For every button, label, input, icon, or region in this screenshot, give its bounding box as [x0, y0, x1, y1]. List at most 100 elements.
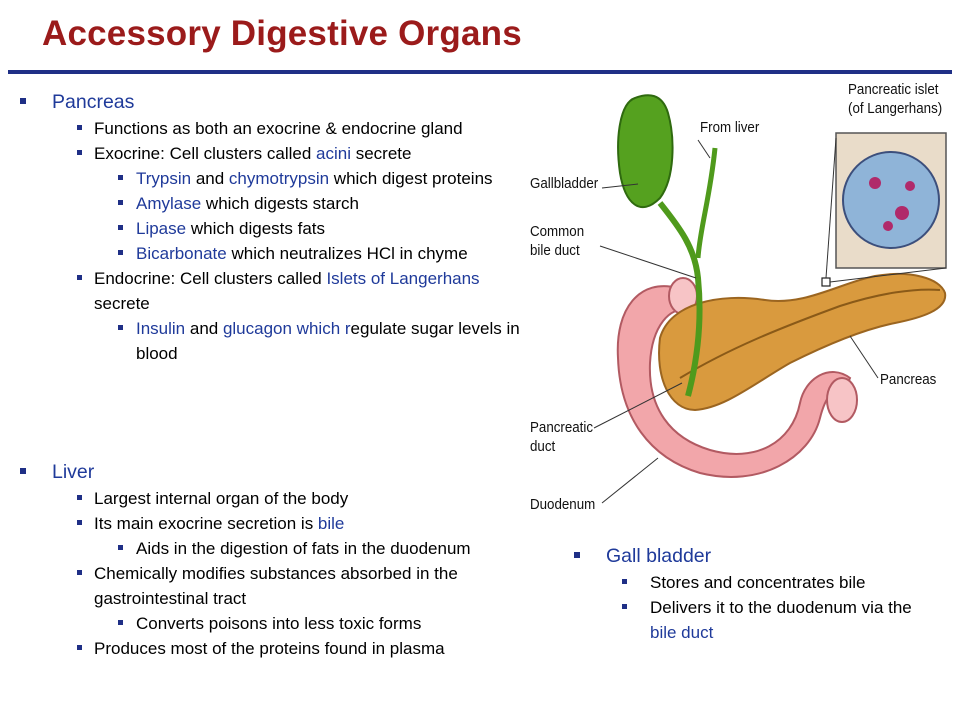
- highlight-term: Lipase: [136, 219, 187, 238]
- common-bile-duct-illustration: [657, 201, 703, 397]
- item-text: which digests starch: [201, 194, 359, 213]
- gallbladder-heading: Gall bladder: [566, 542, 926, 570]
- bullet: [118, 200, 123, 205]
- bullet: [118, 250, 123, 255]
- list-item: Lipase which digests fats: [20, 216, 540, 241]
- liver-heading-text: Liver: [52, 461, 95, 483]
- pancreatic-duct-illustration: [679, 288, 941, 379]
- label-islet-line2: (of Langerhans): [848, 101, 943, 117]
- highlight-term: Amylase: [136, 194, 202, 213]
- item-text: Endocrine: Cell clusters called: [94, 269, 327, 288]
- bullet: [20, 98, 26, 104]
- item-text: Aids in the digestion of fats in the duo…: [136, 539, 471, 558]
- list-item: Insulin and glucagon which regulate suga…: [20, 316, 540, 366]
- islet-marker: [821, 277, 831, 287]
- pancreas-illustration: [658, 273, 947, 412]
- gallbladder-illustration: [617, 94, 674, 209]
- islet-cell: [895, 206, 909, 220]
- bullet: [77, 495, 82, 500]
- leader-line: [697, 139, 711, 159]
- item-text: Stores and concentrates bile: [650, 573, 866, 592]
- label-from-liver: From liver: [700, 120, 760, 136]
- label-pancreatic-duct-line2: duct: [530, 439, 556, 455]
- item-text: which digests fats: [186, 219, 326, 238]
- item-text: Its main exocrine secretion is: [94, 514, 318, 533]
- digestive-organs-illustration: [593, 94, 947, 504]
- highlight-term: acini: [316, 144, 351, 163]
- label-islet-line1: Pancreatic islet: [848, 82, 939, 98]
- bullet: [622, 579, 627, 584]
- islet-cell: [905, 181, 915, 191]
- leader-line: [599, 245, 697, 279]
- islet-cell: [883, 221, 893, 231]
- item-text: which neutralizes HCl in chyme: [226, 244, 468, 263]
- bullet: [77, 645, 82, 650]
- list-item: Delivers it to the duodenum via the bile…: [566, 595, 926, 645]
- list-item: Its main exocrine secretion is bile: [20, 511, 540, 536]
- bullet: [20, 468, 26, 474]
- item-text: Chemically modifies substances absorbed …: [94, 564, 458, 608]
- hepatic-duct-illustration: [695, 147, 718, 259]
- list-item: Bicarbonate which neutralizes HCl in chy…: [20, 241, 540, 266]
- leader-line: [593, 382, 683, 429]
- highlight-term: chymotrypsin: [228, 169, 330, 188]
- item-text: Produces most of the proteins found in p…: [94, 639, 445, 658]
- bullet: [77, 125, 82, 130]
- label-common-bile-duct-line1: Common: [530, 224, 585, 240]
- liver-section: Liver Largest internal organ of the body…: [20, 458, 540, 661]
- item-text: Converts poisons into less toxic forms: [136, 614, 422, 633]
- list-item: Trypsin and chymotrypsin which digest pr…: [20, 166, 540, 191]
- list-item: Largest internal organ of the body: [20, 486, 540, 511]
- pancreas-heading: Pancreas: [20, 88, 540, 116]
- gallbladder-section: Gall bladder Stores and concentrates bil…: [566, 542, 926, 645]
- item-text: Exocrine: Cell clusters called: [94, 144, 317, 163]
- islet-illustration: [842, 151, 940, 249]
- bullet: [118, 545, 123, 550]
- list-item: Functions as both an exocrine & endocrin…: [20, 116, 540, 141]
- label-duodenum: Duodenum: [530, 497, 596, 513]
- item-text: and: [185, 319, 223, 338]
- bullet: [118, 325, 123, 330]
- bullet: [77, 570, 82, 575]
- bullet: [622, 604, 627, 609]
- list-item: Exocrine: Cell clusters called acini sec…: [20, 141, 540, 166]
- islet-cell: [869, 177, 881, 189]
- pancreas-section: Pancreas Functions as both an exocrine &…: [20, 88, 540, 366]
- list-item: Chemically modifies substances absorbed …: [20, 561, 540, 611]
- leader-line: [849, 335, 879, 379]
- bullet: [77, 150, 82, 155]
- highlight-term: Trypsin: [136, 169, 192, 188]
- bullet: [118, 225, 123, 230]
- item-text: which digest proteins: [329, 169, 493, 188]
- gallbladder-heading-text: Gall bladder: [606, 545, 712, 567]
- leader-line: [829, 267, 947, 283]
- list-item: Amylase which digests starch: [20, 191, 540, 216]
- bullet: [118, 620, 123, 625]
- list-item: Stores and concentrates bile: [566, 570, 926, 595]
- list-item: Converts poisons into less toxic forms: [20, 611, 540, 636]
- list-item: Produces most of the proteins found in p…: [20, 636, 540, 661]
- bullet: [574, 552, 580, 558]
- item-text: Functions as both an exocrine & endocrin…: [94, 119, 463, 138]
- bullet: [77, 520, 82, 525]
- item-text: and: [191, 169, 229, 188]
- highlight-term: Insulin: [136, 319, 186, 338]
- bullet: [118, 175, 123, 180]
- highlight-term: bile duct: [650, 623, 714, 642]
- item-text: egulate sugar levels in blood: [136, 319, 520, 363]
- list-item: Aids in the digestion of fats in the duo…: [20, 536, 540, 561]
- slide-title: Accessory Digestive Organs: [42, 14, 522, 53]
- leader-line: [825, 137, 837, 279]
- bullet: [77, 275, 82, 280]
- item-text: Largest internal organ of the body: [94, 489, 349, 508]
- item-text: Delivers it to the duodenum via the: [650, 598, 912, 617]
- duodenum-end-right: [826, 377, 858, 423]
- list-item: Endocrine: Cell clusters called Islets o…: [20, 266, 540, 316]
- item-text: secrete: [94, 294, 150, 313]
- label-common-bile-duct-line2: bile duct: [530, 243, 580, 259]
- item-text: secrete: [351, 144, 412, 163]
- highlight-term: Bicarbonate: [136, 244, 227, 263]
- liver-heading: Liver: [20, 458, 540, 486]
- leader-line: [601, 457, 659, 504]
- label-pancreatic-duct-line1: Pancreatic: [530, 420, 594, 436]
